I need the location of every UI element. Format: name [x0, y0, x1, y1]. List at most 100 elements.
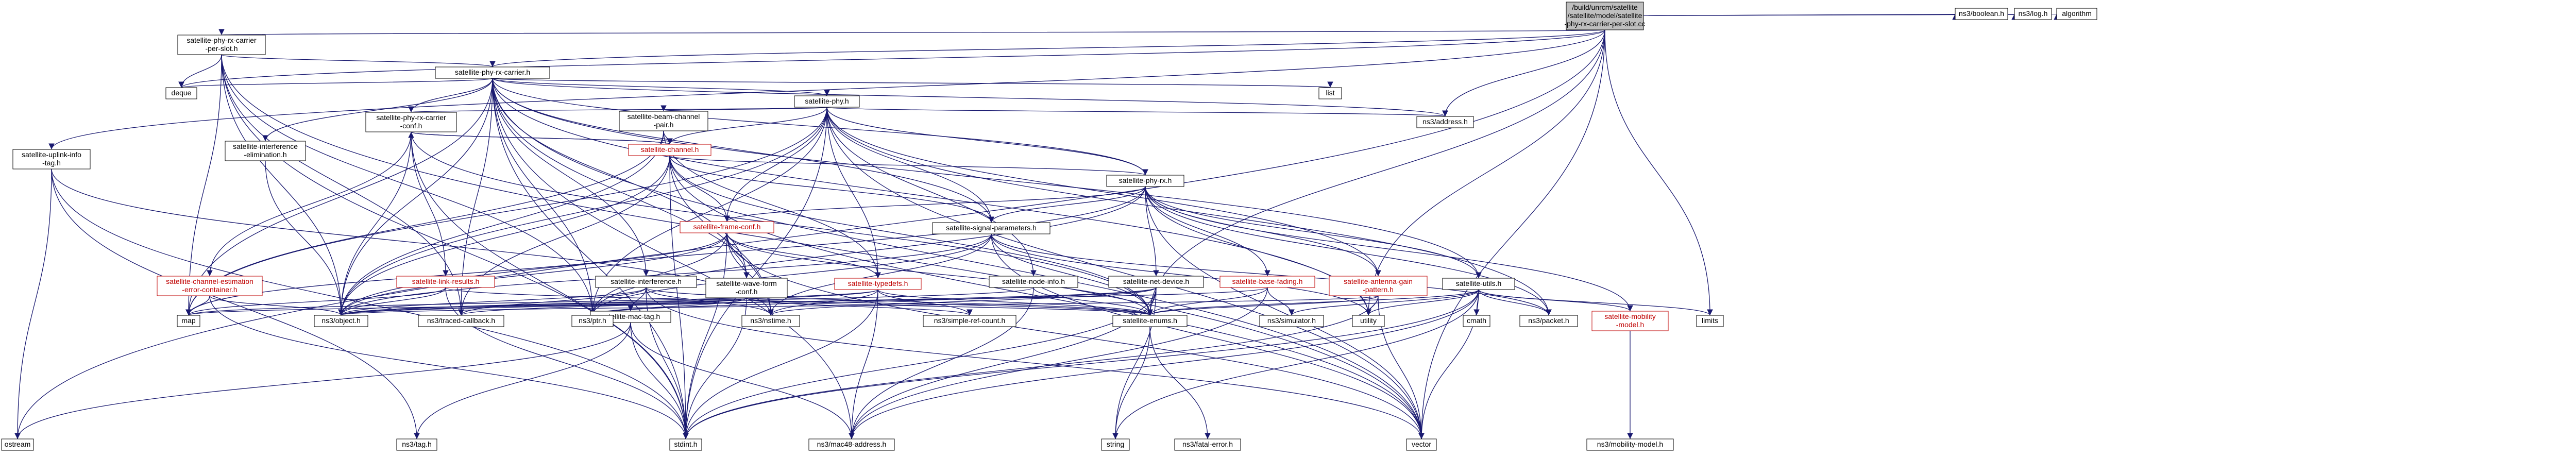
edge-sat-channel-to-frame-conf	[669, 155, 730, 222]
edge-sat-channel-to-ns3-object	[338, 155, 670, 316]
node-box	[1406, 438, 1437, 451]
edge-sat-channel-to-traced-cb	[458, 155, 670, 316]
node-box	[1, 438, 34, 451]
edge-wave-form-to-simple-ref	[746, 297, 973, 316]
node-label: satellite-interference.h	[611, 277, 682, 285]
node-box	[1442, 278, 1515, 290]
edge-root-to-sat-enums	[1147, 29, 1605, 316]
edge-sat-channel-to-sig-params	[669, 155, 994, 223]
node-box	[165, 87, 197, 99]
node-box	[571, 315, 614, 327]
edge-uplink-to-ns3-tag	[51, 168, 420, 439]
edge-carrier-h-to-sat-utils	[492, 78, 1482, 279]
edge-sat-channel-to-carrier-conf	[408, 131, 670, 145]
node-label: ostream	[5, 440, 31, 448]
node-label: satellite-uplink-info	[22, 150, 81, 159]
edge-sat-phy-to-node-info	[826, 107, 1037, 277]
edge-carrier-conf-to-chan-est	[207, 131, 412, 277]
graph-node-pslot-h: satellite-phy-rx-carrier-per-slot.h	[177, 35, 266, 55]
node-label: /satellite/model/satellite	[1568, 11, 1642, 20]
edge-sat-utils-to-utility	[1365, 289, 1479, 316]
edge-sat-phy-to-typedefs	[826, 107, 881, 279]
edge-sat-phy-rx-to-ns3-object	[338, 186, 1146, 316]
graph-node-sat-channel[interactable]: satellite-channel.h	[628, 144, 711, 156]
edge-carrier-h-to-deque	[178, 78, 493, 88]
node-box	[1219, 276, 1315, 288]
node-label: satellite-beam-channel	[628, 112, 700, 121]
graph-node-base-fading[interactable]: satellite-base-fading.h	[1219, 276, 1315, 288]
edge-typedefs-to-stdint	[683, 289, 878, 439]
graph-node-traced-cb: ns3/traced-callback.h	[418, 315, 504, 327]
edge-sat-phy-to-sat-phy-rx	[826, 107, 1148, 176]
edge-pslot-h-to-ns3-object	[221, 54, 344, 316]
graph-node-typedefs[interactable]: satellite-typedefs.h	[834, 278, 922, 290]
graph-node-carrier-h: satellite-phy-rx-carrier.h	[435, 66, 550, 79]
graph-node-mob-model: ns3/mobility-model.h	[1586, 438, 1674, 451]
edge-carrier-conf-to-stdint	[411, 131, 689, 439]
graph-node-antenna[interactable]: satellite-antenna-gain-pattern.h	[1329, 276, 1428, 296]
edge-wave-form-to-ns3-object	[338, 297, 747, 316]
graph-node-ns3-boolean: ns3/boolean.h	[1955, 8, 2008, 20]
node-label: -elimination.h	[244, 150, 286, 159]
edge-net-device-to-string	[1112, 287, 1157, 439]
edge-sig-params-to-vector	[991, 233, 1425, 439]
node-box	[1108, 276, 1204, 288]
node-label: satellite-channel.h	[641, 145, 699, 154]
edge-frame-conf-to-ns3-object	[338, 232, 727, 316]
edge-sat-phy-rx-to-vector	[1145, 186, 1425, 439]
graph-node-uplink: satellite-uplink-info-tag.h	[12, 149, 91, 170]
edge-carrier-h-to-stdint	[492, 78, 689, 439]
graph-node-ns3-packet: ns3/packet.h	[1519, 315, 1578, 327]
graph-node-chan-est[interactable]: satellite-channel-estimation-error-conta…	[157, 276, 263, 296]
edge-root-to-limits	[1604, 29, 1713, 316]
graph-node-ns3-ptr: ns3/ptr.h	[571, 315, 614, 327]
edge-sat-phy-to-stdint	[683, 107, 827, 439]
edge-sat-utils-to-string	[1112, 289, 1479, 439]
graph-node-mobility[interactable]: satellite-mobility-model.h	[1591, 311, 1669, 331]
graph-node-cmath: cmath	[1463, 315, 1490, 327]
edge-antenna-to-ns3-object	[338, 295, 1379, 316]
edge-frame-conf-to-vector	[726, 232, 1425, 439]
edge-link-results-to-stdint	[445, 287, 689, 439]
edge-root-to-ns3-address	[1442, 29, 1605, 117]
node-label: satellite-utils.h	[1456, 279, 1502, 287]
graph-node-deque: deque	[165, 87, 197, 99]
graph-node-beam-chan: satellite-beam-channel-pair.h	[619, 111, 708, 131]
node-box	[680, 221, 774, 233]
edge-antenna-to-stdint	[683, 295, 1379, 439]
graph-node-node-info: satellite-node-info.h	[989, 276, 1078, 288]
node-box	[705, 278, 788, 298]
edge-net-device-to-sat-enums	[1147, 287, 1157, 316]
edge-sat-phy-to-ns3-object	[338, 107, 827, 316]
edge-carrier-h-to-interf-elim	[262, 78, 493, 142]
edge-sat-channel-to-sat-phy-rx	[669, 155, 1148, 176]
edge-interference-to-sat-enums	[646, 287, 1153, 316]
node-label: satellite-channel-estimation	[166, 277, 253, 285]
graph-node-simulator: ns3/simulator.h	[1259, 315, 1324, 327]
graph-node-frame-conf[interactable]: satellite-frame-conf.h	[680, 221, 774, 233]
edge-pslot-h-to-deque	[178, 54, 222, 88]
edge-carrier-h-to-carrier-conf	[408, 78, 493, 113]
node-label: -pattern.h	[1363, 285, 1394, 294]
graph-node-sat-phy-rx: satellite-phy-rx.h	[1106, 175, 1184, 187]
node-label: deque	[172, 89, 192, 97]
edge-sig-params-to-ns3-object	[338, 233, 992, 316]
node-box	[1101, 438, 1130, 451]
node-label: ns3/log.h	[2019, 9, 2048, 18]
edge-beam-chan-to-ns3-object	[338, 130, 664, 316]
graph-node-limits: limits	[1696, 315, 1724, 327]
edge-root-to-utility	[1365, 29, 1605, 316]
node-label: ns3/boolean.h	[1959, 9, 2004, 18]
edge-interference-to-traced-cb	[458, 287, 647, 316]
edge-sat-utils-to-ns3-packet	[1478, 289, 1552, 316]
node-label: satellite-frame-conf.h	[693, 223, 761, 231]
edge-carrier-h-to-sig-params	[492, 78, 994, 223]
graph-node-link-results[interactable]: satellite-link-results.h	[396, 276, 495, 288]
node-label: /build/unrcm/satellite	[1572, 3, 1638, 11]
graph-node-interference: satellite-interference.h	[595, 276, 697, 288]
graph-node-ns3-address: ns3/address.h	[1416, 116, 1474, 128]
edge-sat-phy-to-ns3-address	[826, 107, 1448, 117]
edge-carrier-h-to-wave-form	[492, 78, 750, 279]
node-label: -error-container.h	[182, 285, 237, 294]
